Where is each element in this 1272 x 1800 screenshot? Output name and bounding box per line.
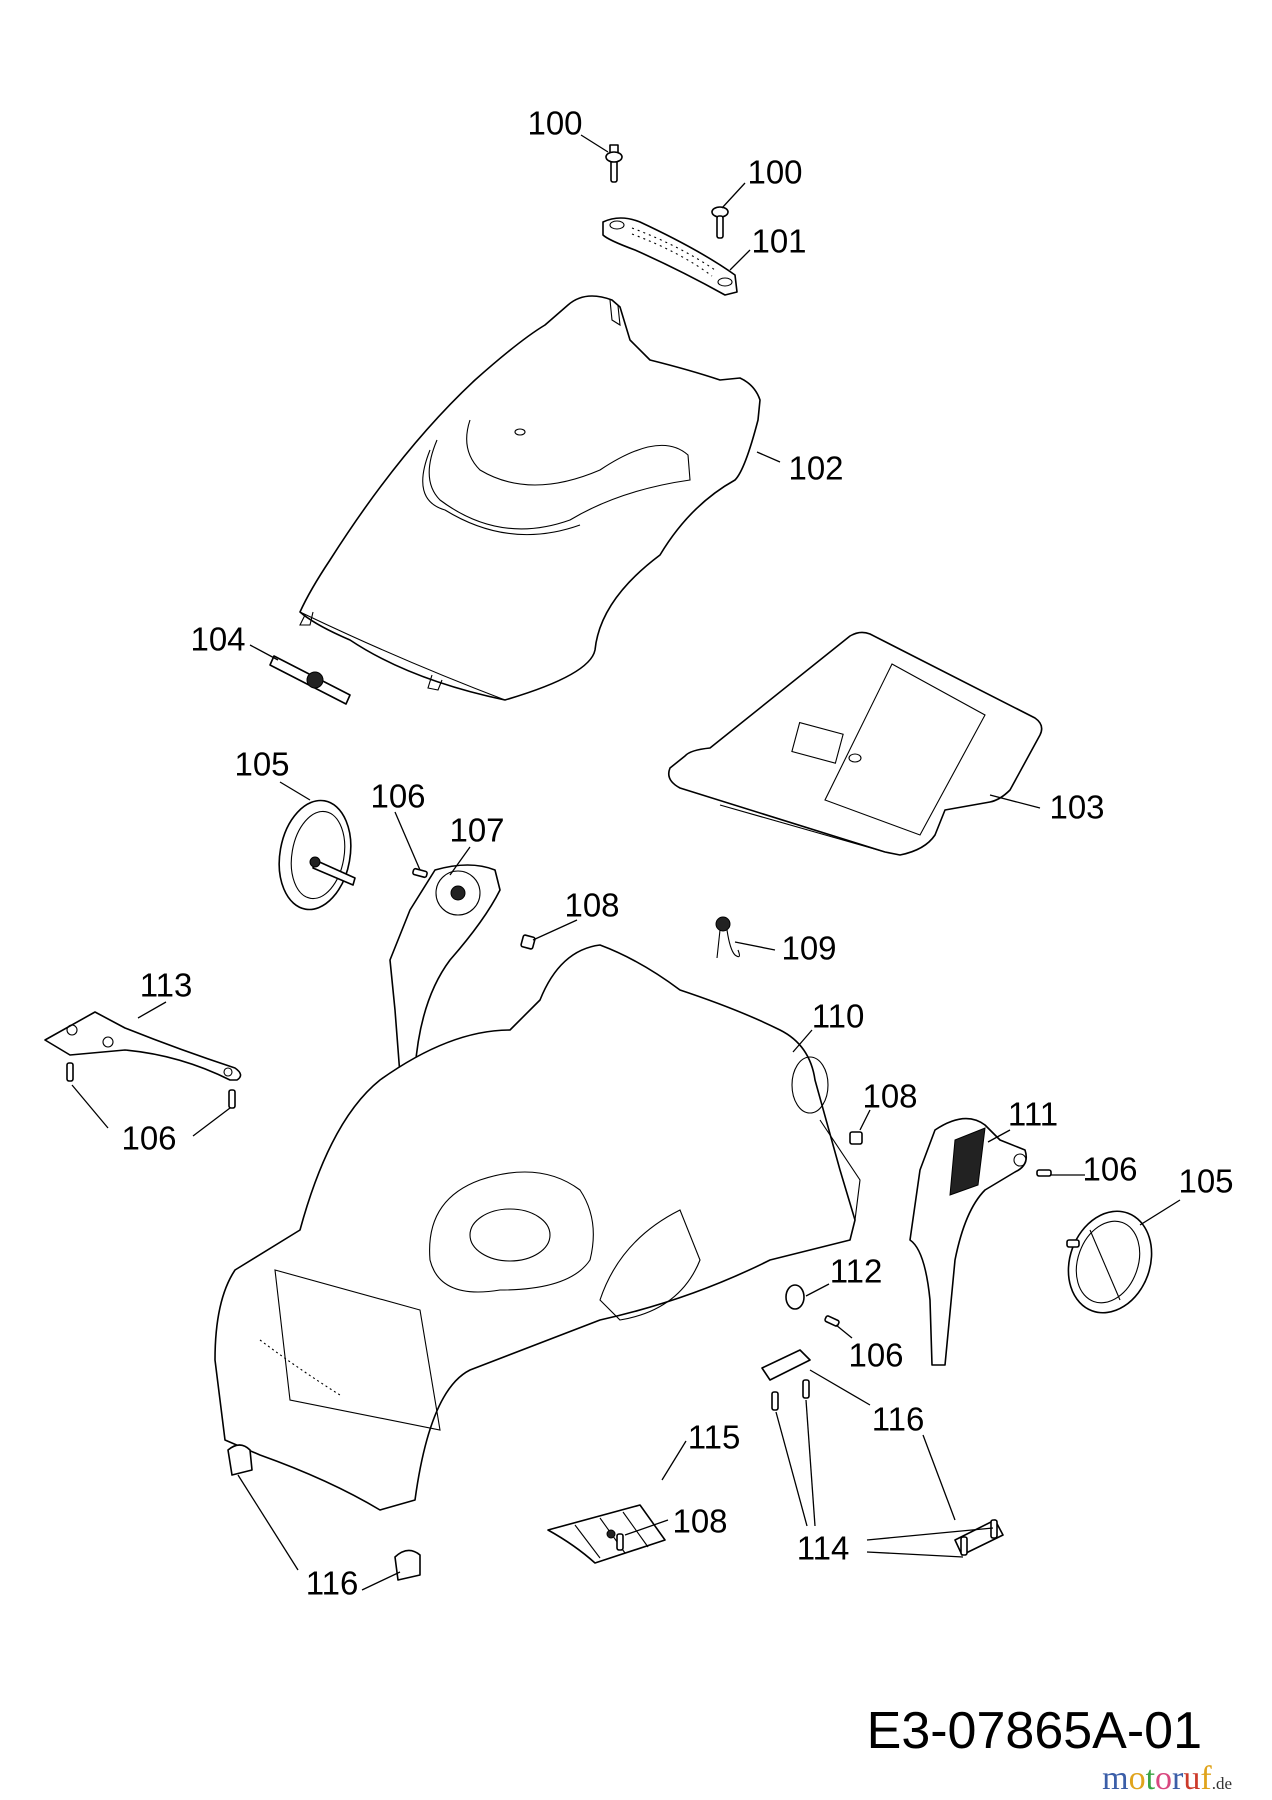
part-wheel-105-right: [1066, 1210, 1153, 1314]
part-bracket-113: [44, 1011, 242, 1081]
callout-109: 109: [781, 929, 837, 967]
part-screw-106c: [824, 1315, 840, 1327]
callout-112: 112: [829, 1252, 883, 1290]
part-grille-115: [547, 1504, 666, 1564]
callout-100: 100: [527, 104, 583, 142]
part-screw-106a: [412, 867, 428, 879]
callout-106: 106: [1082, 1150, 1138, 1188]
part-flap-103: [667, 631, 1043, 856]
brand-name: motoruf: [1102, 1760, 1212, 1797]
part-screw-114-3: [990, 1519, 998, 1539]
callout-106: 106: [370, 777, 426, 815]
brand-letter: o: [1155, 1760, 1173, 1797]
part-screw-114-1: [771, 1391, 779, 1411]
brand-letter: m: [1102, 1760, 1129, 1797]
callout-104: 104: [190, 620, 246, 658]
brand-letter: u: [1183, 1760, 1201, 1797]
part-cover-102: [299, 295, 761, 701]
part-grip-101: [602, 217, 738, 296]
part-nut-108b: [849, 1131, 863, 1145]
part-adjuster-111: [909, 1117, 1028, 1366]
part-screw-114-2: [802, 1379, 810, 1399]
callout-105: 105: [1178, 1162, 1234, 1200]
callout-113: 113: [139, 966, 193, 1004]
part-screw-106d-2: [228, 1089, 236, 1109]
brand-letter: t: [1145, 1760, 1156, 1797]
brand-letter: r: [1172, 1760, 1184, 1797]
part-clip-116-left-a: [227, 1444, 253, 1476]
callout-107: 107: [449, 811, 505, 849]
part-screw-114-4: [960, 1536, 968, 1556]
part-deck-110: [214, 944, 861, 1511]
callout-115: 115: [687, 1418, 741, 1456]
part-wheel-105-left: [278, 799, 356, 911]
callout-106: 106: [848, 1336, 904, 1374]
part-screw-100a: [605, 144, 623, 183]
callout-100: 100: [747, 153, 803, 191]
leader-lines: [71, 134, 1181, 1591]
part-screw-106d-1: [66, 1062, 74, 1082]
callout-110: 110: [811, 997, 865, 1035]
callout-116: 116: [305, 1564, 359, 1602]
callout-108: 108: [564, 886, 620, 924]
part-badge-104: [269, 655, 351, 705]
part-bushing-112: [785, 1284, 805, 1310]
part-nut-108a: [520, 934, 536, 950]
callout-103: 103: [1049, 788, 1105, 826]
callout-106: 106: [121, 1119, 177, 1157]
callout-102: 102: [788, 449, 844, 487]
part-screw-108c: [616, 1533, 624, 1551]
part-clip-116-top: [761, 1349, 811, 1381]
brand-letter: o: [1128, 1760, 1146, 1797]
callout-101: 101: [751, 222, 807, 260]
brand-letter: f: [1200, 1760, 1212, 1797]
part-screw-100b: [711, 206, 729, 239]
callout-108: 108: [672, 1502, 728, 1540]
part-screw-106b: [1036, 1169, 1052, 1177]
callout-108: 108: [862, 1077, 918, 1115]
part-spring-109: [715, 916, 741, 959]
callout-111: 111: [1007, 1095, 1059, 1133]
brand-logo: motoruf.de: [1102, 1762, 1232, 1796]
part-clip-116-left-b: [394, 1549, 421, 1581]
drawing-code: E3-07865A-01: [866, 1702, 1202, 1760]
brand-tld: .de: [1211, 1774, 1232, 1793]
callout-105: 105: [234, 745, 290, 783]
callout-114: 114: [796, 1529, 850, 1567]
callout-116: 116: [871, 1400, 925, 1438]
